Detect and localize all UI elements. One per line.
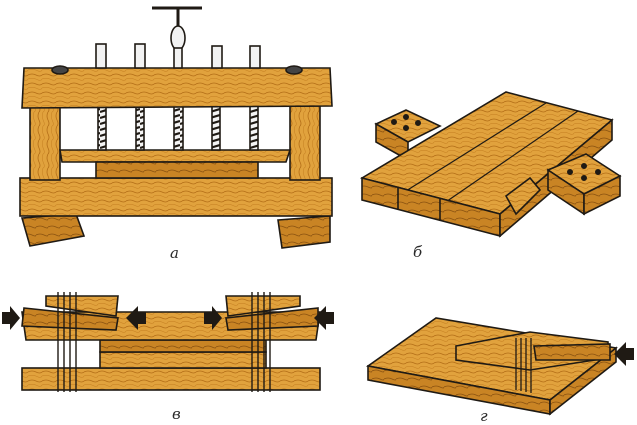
caption-g: г <box>480 407 488 425</box>
glued-strip-lower <box>99 351 267 369</box>
glued-strip-upper <box>99 339 267 353</box>
bottom-beam <box>19 177 333 217</box>
floor-block-right <box>277 215 331 249</box>
figure-b-cross-bar-clamp <box>359 91 622 238</box>
bolt-head-2 <box>134 43 146 69</box>
caption-a: а <box>170 244 179 262</box>
rope-left <box>57 292 77 392</box>
rope-right <box>251 292 271 392</box>
wedge <box>504 176 542 216</box>
top-beam <box>21 67 333 109</box>
screw-4 <box>211 103 221 151</box>
screw-2 <box>135 103 145 151</box>
wedge-right-top <box>225 295 301 317</box>
press-board <box>59 149 292 163</box>
lower-board <box>95 161 259 179</box>
caption-v: в <box>172 405 181 423</box>
leg-right <box>289 105 321 181</box>
wedge-right-bottom <box>225 307 319 331</box>
figure-v-wedge-rope-clamp <box>2 292 334 392</box>
screw-3 <box>173 103 184 151</box>
figure-a-screw-press <box>19 6 333 249</box>
knob-right <box>285 65 303 75</box>
force-arrow-icon <box>2 306 334 330</box>
base-board <box>21 367 321 391</box>
knob-left <box>51 65 69 75</box>
floor-block-left <box>20 213 86 247</box>
bolt-head-4 <box>211 45 223 69</box>
clamp-wedge <box>533 343 611 361</box>
bolt-head-5 <box>249 45 261 69</box>
bolt-head-1 <box>95 43 107 69</box>
rope-wrap <box>515 338 532 393</box>
leg-left <box>29 105 61 181</box>
screw-1 <box>97 103 107 151</box>
caption-b: б <box>413 243 423 261</box>
force-arrow-right-icon <box>614 342 634 366</box>
figure-g-single-wedge-clamp <box>365 317 634 416</box>
t-handle-icon <box>152 6 202 69</box>
screw-5 <box>249 103 259 151</box>
